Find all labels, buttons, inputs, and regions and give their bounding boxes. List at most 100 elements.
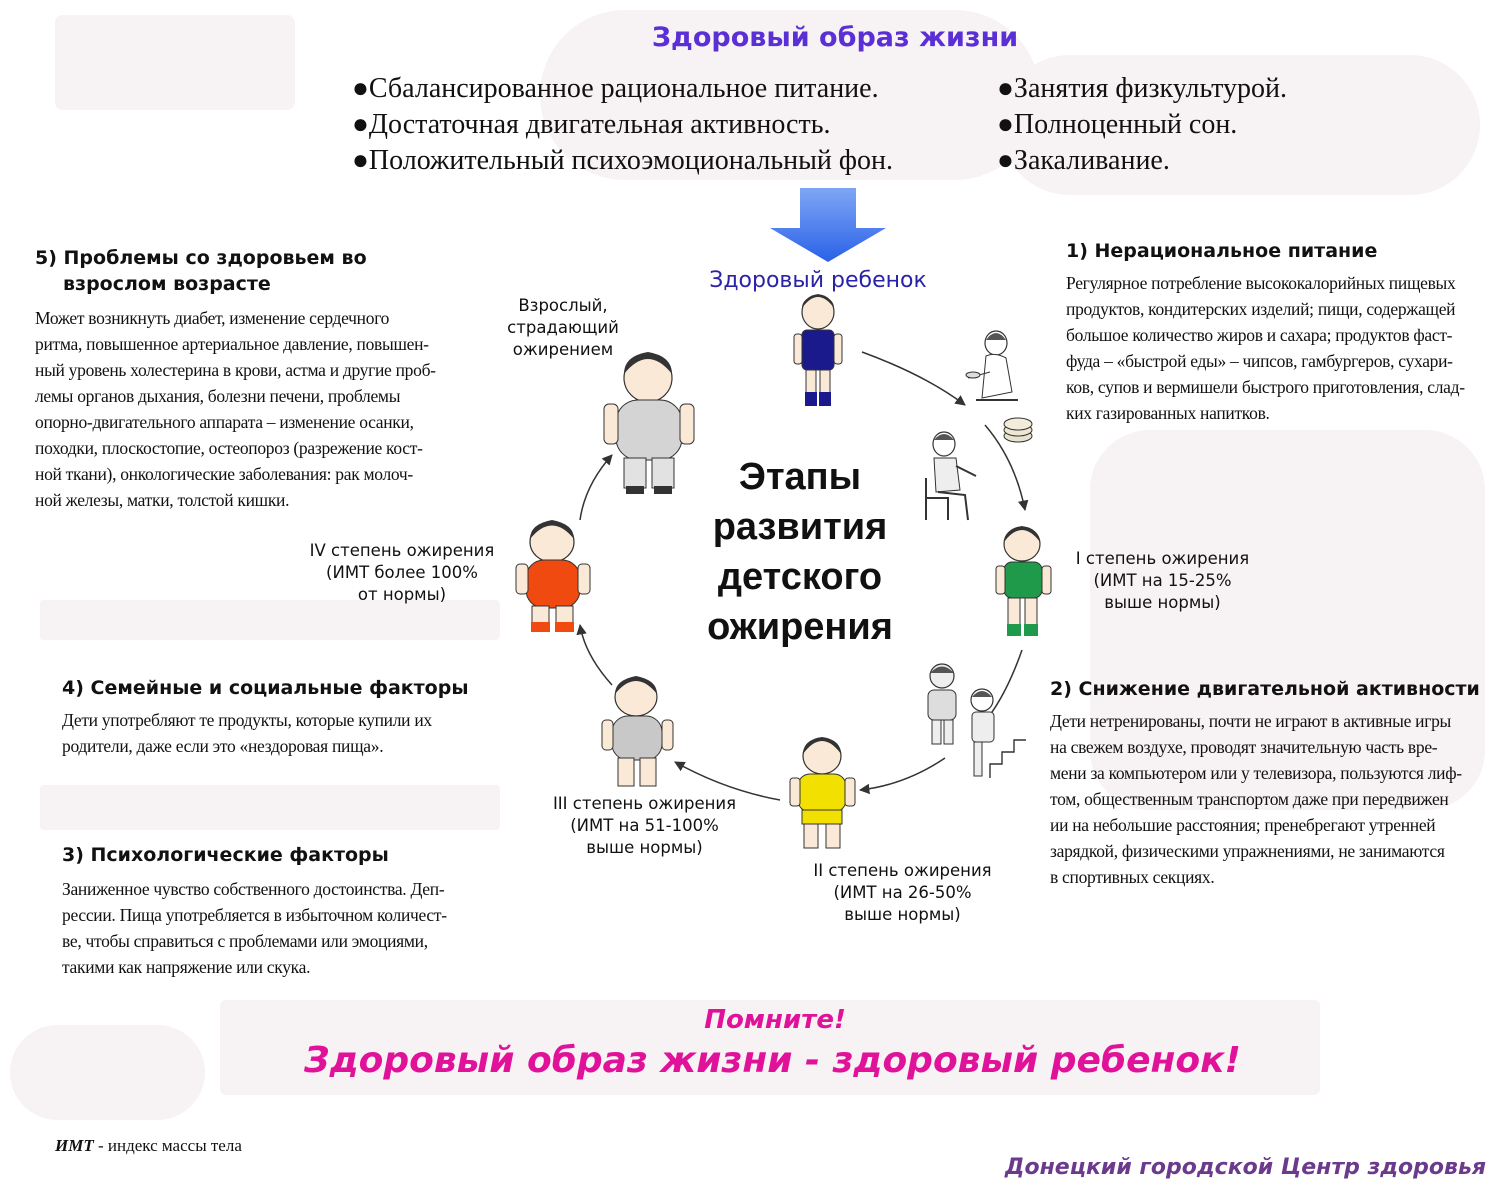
cycle-arrow bbox=[989, 649, 1023, 716]
heading-line: взрослом возрасте bbox=[63, 273, 271, 295]
text-line: ной железы, матки, толстой кишки. bbox=[35, 490, 290, 510]
obesity-deg4-figure bbox=[515, 520, 591, 632]
heading-line: 5) Проблемы со здоровьем во bbox=[35, 247, 367, 269]
center-title-line: развития bbox=[712, 506, 888, 548]
center-title-line: ожирения bbox=[707, 606, 893, 648]
stage-deg2-caption: II степень ожирения (ИМТ на 26-50% выше … bbox=[795, 860, 1010, 926]
text-line: большое количество жиров и сахара; проду… bbox=[1066, 325, 1453, 345]
bullet-item: ●Закаливание. bbox=[997, 145, 1170, 176]
text-line: ии на небольшие расстояния; пренебрегают… bbox=[1050, 815, 1436, 835]
text-line: Дети нетренированы, почти не играют в ак… bbox=[1050, 711, 1451, 731]
food-plate-icon bbox=[1003, 417, 1033, 443]
inactive-child-sketch bbox=[927, 663, 957, 745]
caption-line: (ИМТ на 26-50% bbox=[833, 883, 972, 902]
text-line: ный уровень холестерина в крови, астма и… bbox=[35, 360, 436, 380]
center-title-line: детского bbox=[717, 556, 883, 598]
text-line: ких газированных напитков. bbox=[1066, 403, 1270, 423]
cycle-arrow bbox=[579, 454, 613, 521]
section-heading: 5) Проблемы со здоровьем во взрослом воз… bbox=[35, 245, 475, 297]
caption-line: от нормы) bbox=[357, 585, 447, 604]
sitting-child-sketch bbox=[925, 431, 977, 521]
text-line: опорно-двигательного аппарата – изменени… bbox=[35, 412, 414, 432]
section-heading: 4) Семейные и социальные факторы bbox=[62, 677, 469, 699]
bullet-item: ●Полноценный сон. bbox=[997, 109, 1238, 140]
section-5: 5) Проблемы со здоровьем во взрослом воз… bbox=[35, 245, 475, 513]
text-line: продуктов, кондитерских изделий; пищи, с… bbox=[1066, 299, 1456, 319]
background-blob bbox=[55, 15, 295, 110]
page-title: Здоровый образ жизни bbox=[651, 22, 1019, 53]
footnote-text: - индекс массы тела bbox=[93, 1136, 242, 1155]
background-blob bbox=[220, 1000, 1320, 1095]
bullets-left: ●Сбалансированное рациональное питание. … bbox=[352, 71, 893, 179]
stage-adult-caption: Взрослый, страдающий ожирением bbox=[488, 295, 638, 361]
caption-line: (ИМТ на 51-100% bbox=[570, 816, 719, 835]
text-line: ве, чтобы справиться с проблемами или эм… bbox=[62, 931, 428, 951]
cycle-arrow bbox=[858, 757, 946, 795]
cycle-center-title: Этапы развития детского ожирения bbox=[660, 452, 940, 652]
caption-line: выше нормы) bbox=[844, 905, 961, 924]
text-line: походки, плоскостопие, остеопороз (разре… bbox=[35, 438, 423, 458]
stage-deg3-caption: III степень ожирения (ИМТ на 51-100% выш… bbox=[532, 793, 757, 859]
background-blob bbox=[40, 785, 500, 830]
obesity-deg1-figure bbox=[995, 526, 1052, 636]
obese-adult-figure bbox=[603, 352, 695, 494]
section-2: 2) Снижение двигательной активности Дети… bbox=[1050, 676, 1480, 890]
caption-line: III степень ожирения bbox=[552, 794, 737, 813]
footnote-abbr: ИМТ bbox=[55, 1136, 94, 1155]
stage-deg1-caption: I степень ожирения (ИМТ на 15-25% выше н… bbox=[1055, 548, 1270, 614]
bullet-item: ●Сбалансированное рациональное питание. bbox=[352, 73, 879, 104]
section-text: Регулярное потребление высококалорийных … bbox=[1066, 270, 1491, 426]
text-line: ной ткани), онкологические заболевания: … bbox=[35, 464, 413, 484]
background-blob bbox=[1090, 430, 1485, 810]
caption-line: (ИМТ на 15-25% bbox=[1093, 571, 1232, 590]
text-line: на свежем воздухе, проводят значительную… bbox=[1050, 737, 1438, 757]
text-line: такими как напряжение или скука. bbox=[62, 957, 311, 977]
down-arrow-icon bbox=[770, 188, 886, 262]
healthy-child-figure bbox=[793, 294, 843, 406]
text-line: фуда – «быстрой еды» – чипсов, гамбургер… bbox=[1066, 351, 1453, 371]
background-blob bbox=[40, 600, 500, 640]
caption-line: Взрослый, bbox=[518, 296, 608, 315]
text-line: Заниженное чувство собственного достоинс… bbox=[62, 879, 445, 899]
text-line: Может возникнуть диабет, изменение серде… bbox=[35, 308, 390, 328]
text-line: Дети употребляют те продукты, которые ку… bbox=[62, 710, 432, 730]
stairs-child-sketch bbox=[970, 688, 1026, 778]
section-1: 1) Нерациональное питание Регулярное пот… bbox=[1066, 238, 1491, 426]
cycle-arrow bbox=[861, 351, 966, 406]
slogan: Здоровый образ жизни - здоровый ребенок! bbox=[304, 1040, 1241, 1081]
text-line: мени за компьютером или у телевизора, по… bbox=[1050, 763, 1462, 783]
healthy-child-label: Здоровый ребенок bbox=[709, 268, 927, 293]
section-text: Может возникнуть диабет, изменение серде… bbox=[35, 305, 475, 513]
footnote: ИМТ - индекс массы тела bbox=[55, 1136, 242, 1156]
caption-line: II степень ожирения bbox=[813, 861, 992, 880]
section-3: 3) Психологические факторы Заниженное чу… bbox=[62, 842, 502, 980]
organization-name: Донецкий городской Центр здоровья bbox=[1004, 1155, 1486, 1180]
text-line: Регулярное потребление высококалорийных … bbox=[1066, 273, 1456, 293]
caption-line: выше нормы) bbox=[1104, 593, 1221, 612]
text-line: ритма, повышенное артериальное давление,… bbox=[35, 334, 429, 354]
cycle-arrow bbox=[674, 761, 781, 801]
background-blob bbox=[10, 1025, 205, 1120]
caption-line: IV степень ожирения bbox=[309, 541, 495, 560]
text-line: рессии. Пища употребляется в избыточном … bbox=[62, 905, 447, 925]
section-heading: 2) Снижение двигательной активности bbox=[1050, 678, 1480, 700]
section-heading: 1) Нерациональное питание bbox=[1066, 240, 1378, 262]
remember-heading: Помните! bbox=[704, 1005, 846, 1035]
section-heading: 3) Психологические факторы bbox=[62, 844, 389, 866]
text-line: ков, супов и вермишели быстрого приготов… bbox=[1066, 377, 1465, 397]
obesity-deg3-figure bbox=[601, 676, 674, 787]
background-blob bbox=[540, 10, 1040, 180]
caption-line: выше нормы) bbox=[586, 838, 703, 857]
caption-line: (ИМТ более 100% bbox=[326, 563, 478, 582]
stage-deg4-caption: IV степень ожирения (ИМТ более 100% от н… bbox=[292, 540, 512, 606]
bullet-item: ●Занятия физкультурой. bbox=[997, 73, 1288, 104]
caption-line: страдающий bbox=[507, 318, 619, 337]
background-blob bbox=[1000, 55, 1480, 195]
text-line: лемы органов дыхания, болезни печени, пр… bbox=[35, 386, 401, 406]
text-line: том, общественным транспортом даже при п… bbox=[1050, 789, 1449, 809]
obesity-deg2-figure bbox=[789, 737, 856, 849]
cycle-arrow bbox=[576, 623, 613, 686]
section-4: 4) Семейные и социальные факторы Дети уп… bbox=[62, 675, 512, 759]
caption-line: ожирением bbox=[512, 340, 614, 359]
